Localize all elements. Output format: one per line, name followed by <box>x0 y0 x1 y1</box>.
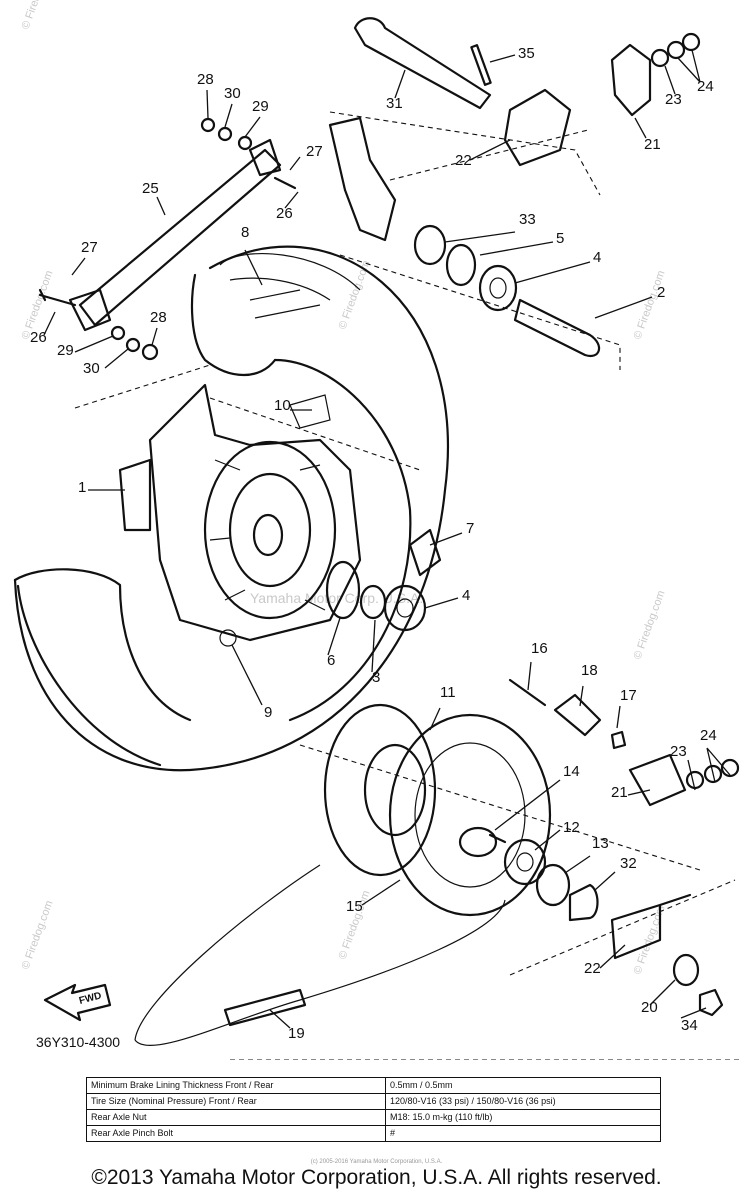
callout-29: 29 <box>252 98 269 115</box>
callout-22: 22 <box>584 960 601 977</box>
axle-31 <box>353 17 492 110</box>
callout-13: 13 <box>592 835 609 852</box>
callout-32: 32 <box>620 855 637 872</box>
callout-19: 19 <box>288 1025 305 1042</box>
callout-10: 10 <box>274 397 291 414</box>
callout-20: 20 <box>641 999 658 1016</box>
spec-table: Minimum Brake Lining Thickness Front / R… <box>86 1077 661 1142</box>
callout-29: 29 <box>57 342 74 359</box>
callout-28: 28 <box>197 71 214 88</box>
callout-7: 7 <box>466 520 474 537</box>
spec-label: Minimum Brake Lining Thickness Front / R… <box>86 1077 386 1094</box>
bracket-top <box>328 32 701 577</box>
fwd-label: FWD <box>78 990 103 1007</box>
callout-22: 22 <box>455 152 472 169</box>
callout-numbers: 1234456789101112131415161718192021212222… <box>30 45 717 1042</box>
callout-27: 27 <box>306 143 323 160</box>
callout-8: 8 <box>241 224 249 241</box>
callout-14: 14 <box>563 763 580 780</box>
callout-16: 16 <box>531 640 548 657</box>
tiny-copyright-note: (c) 2005-2016 Yamaha Motor Corporation, … <box>310 1159 443 1165</box>
callout-6: 6 <box>327 652 335 669</box>
callout-2: 2 <box>657 284 665 301</box>
lower-right-parts <box>508 678 740 1017</box>
fwd-arrow: FWD <box>43 983 112 1022</box>
callout-30: 30 <box>83 360 100 377</box>
sprocket-assembly <box>323 703 552 917</box>
watermark: © Firedog.com <box>632 269 668 341</box>
assembly-guide-lines <box>74 111 740 1060</box>
watermark: © Firedog.com <box>632 904 668 976</box>
callout-9: 9 <box>264 704 272 721</box>
callout-18: 18 <box>581 662 598 679</box>
collar-and-bearings <box>325 224 601 632</box>
callout-23: 23 <box>665 91 682 108</box>
spec-value: M18: 15.0 m-kg (110 ft/lb) <box>385 1109 661 1126</box>
watermark: © Firedog.com <box>20 0 56 31</box>
center-watermark: Yamaha Motor Corp. U.S.A. <box>250 590 423 606</box>
callout-28: 28 <box>150 309 167 326</box>
spec-row: Minimum Brake Lining Thickness Front / R… <box>86 1077 661 1094</box>
spec-row: Rear Axle Nut M18: 15.0 m-kg (110 ft/lb) <box>86 1109 661 1126</box>
spec-value: 0.5mm / 0.5mm <box>385 1077 661 1094</box>
callout-5: 5 <box>556 230 564 247</box>
callout-31: 31 <box>386 95 403 112</box>
copyright-notice: ©2013 Yamaha Motor Corporation, U.S.A. A… <box>91 1166 662 1189</box>
callout-27: 27 <box>81 239 98 256</box>
spec-label: Rear Axle Pinch Bolt <box>86 1125 386 1142</box>
callout-4: 4 <box>593 249 601 266</box>
spec-label: Tire Size (Nominal Pressure) Front / Rea… <box>86 1093 386 1110</box>
spec-row: Tire Size (Nominal Pressure) Front / Rea… <box>86 1093 661 1110</box>
spec-label: Rear Axle Nut <box>86 1109 386 1126</box>
spec-value: 120/80-V16 (33 psi) / 150/80-V16 (36 psi… <box>385 1093 661 1110</box>
callout-21: 21 <box>644 136 661 153</box>
wheel-assembly <box>118 383 362 647</box>
drive-chain-19 <box>134 864 506 1046</box>
leader-lines <box>43 49 731 1029</box>
callout-3: 3 <box>372 669 380 686</box>
callout-25: 25 <box>142 180 159 197</box>
rear-tire <box>13 245 450 772</box>
callout-35: 35 <box>518 45 535 62</box>
callout-26: 26 <box>276 205 293 222</box>
callout-30: 30 <box>224 85 241 102</box>
torque-arm-25 <box>38 117 297 361</box>
callout-15: 15 <box>346 898 363 915</box>
callout-24: 24 <box>700 727 717 744</box>
callout-1: 1 <box>78 479 86 496</box>
callout-26: 26 <box>30 329 47 346</box>
callout-24: 24 <box>697 78 714 95</box>
callout-11: 11 <box>440 684 456 701</box>
exploded-parts-diagram: © Firedog.com © Firedog.com © Firedog.co… <box>13 0 740 1060</box>
callout-33: 33 <box>519 211 536 228</box>
callout-17: 17 <box>620 687 637 704</box>
watermark: © Firedog.com <box>20 899 56 971</box>
drawing-code: 36Y310-4300 <box>36 1034 121 1050</box>
callout-21: 21 <box>611 784 628 801</box>
callout-34: 34 <box>681 1017 698 1034</box>
rear-bearing-set <box>503 838 599 922</box>
spec-row: Rear Axle Pinch Bolt # <box>86 1125 661 1142</box>
callout-12: 12 <box>563 819 580 836</box>
spec-value: # <box>385 1125 661 1142</box>
watermark: © Firedog.com <box>632 589 668 661</box>
callout-23: 23 <box>670 743 687 760</box>
callout-4: 4 <box>462 587 470 604</box>
